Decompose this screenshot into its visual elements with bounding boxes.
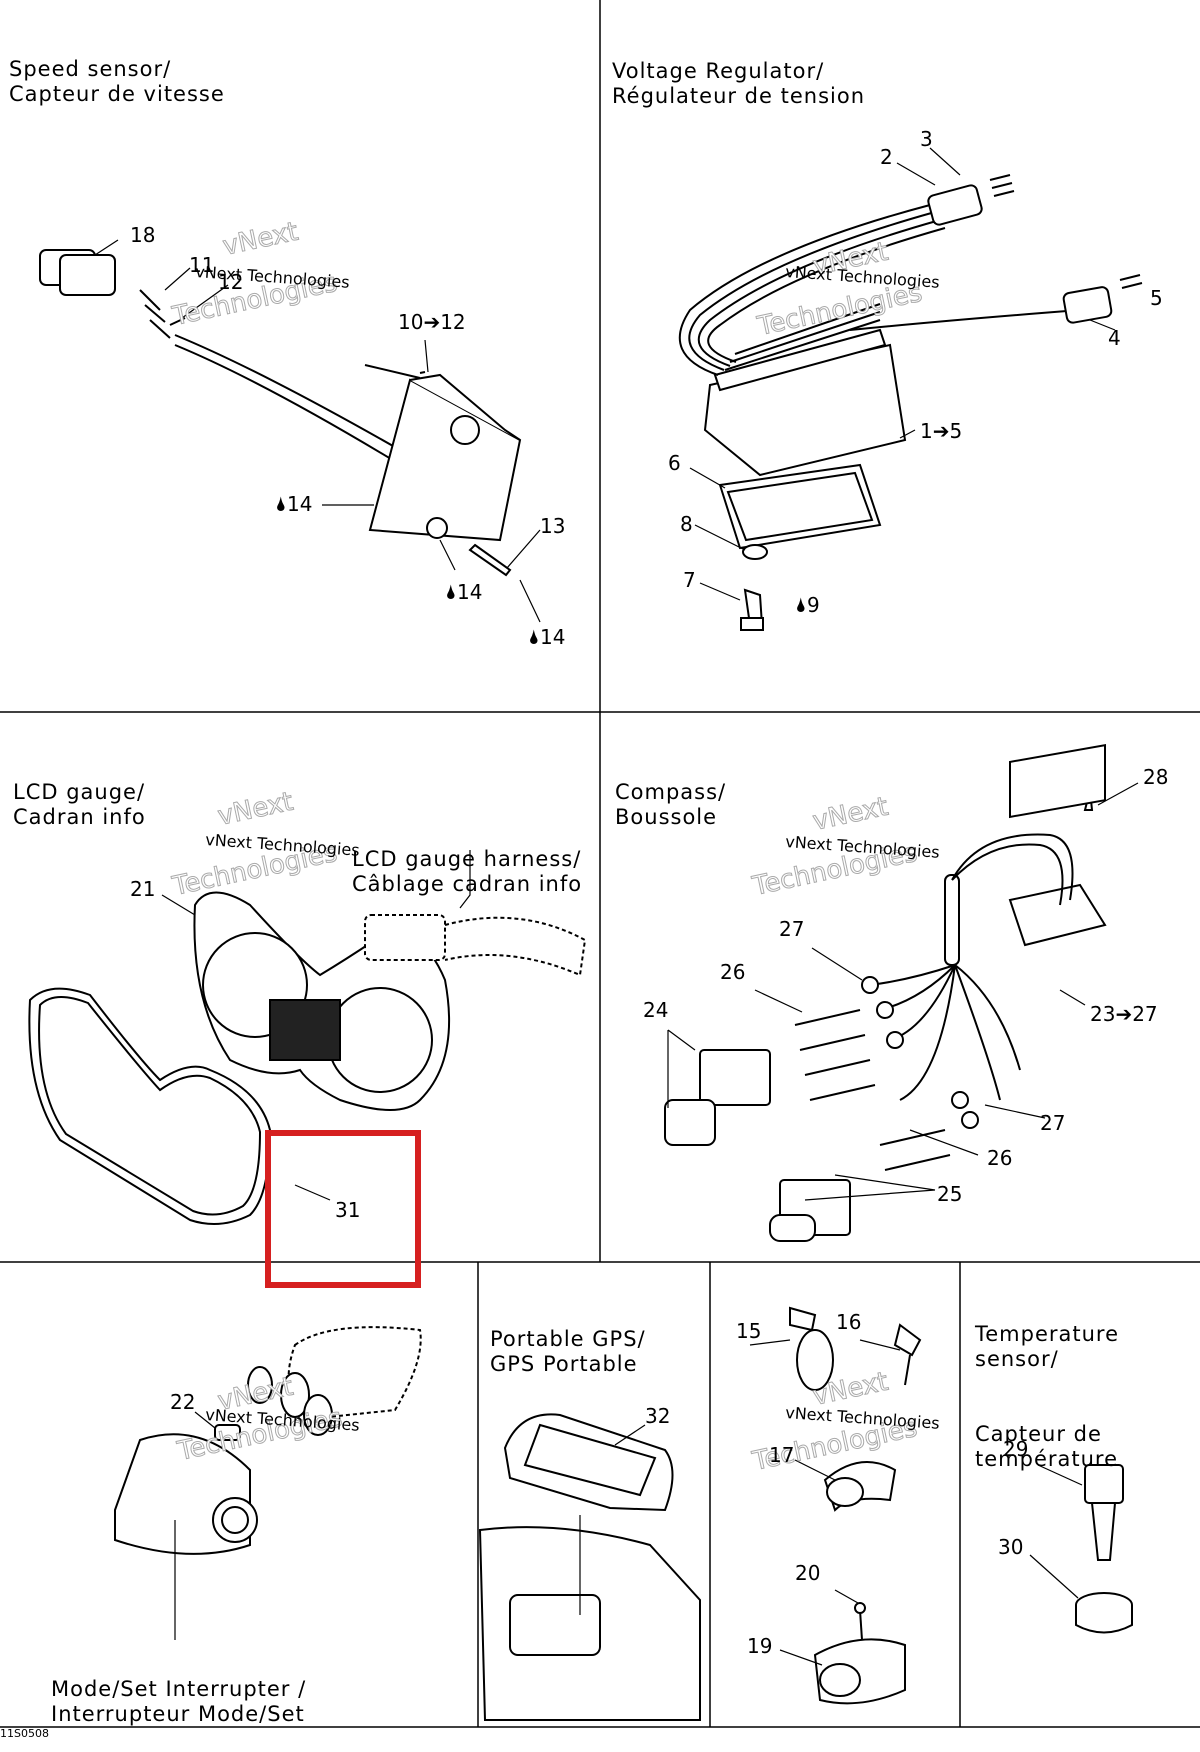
label-8: 8: [680, 512, 693, 536]
label-14-b: 🌢14: [445, 580, 483, 604]
label-9: 🌢9: [795, 593, 820, 617]
label-10-12: 10➔12: [398, 310, 466, 334]
label-26-a: 26: [720, 960, 746, 984]
label-12: 12: [218, 270, 244, 294]
label-11: 11: [189, 253, 215, 277]
compass-title: Compass/Boussole: [615, 780, 727, 829]
lcd-gauge-title: LCD gauge/Cadran info: [13, 780, 146, 829]
label-3: 3: [920, 127, 933, 151]
lcd-gauge-drawing: [28, 891, 587, 1225]
figure-code: 11S0508: [0, 1727, 49, 1740]
svg-text:vNext Technologies: vNext Technologies: [785, 262, 941, 292]
label-5: 5: [1150, 286, 1163, 310]
label-16: 16: [836, 1310, 862, 1334]
compass-drawing: [664, 743, 1107, 1242]
label-6: 6: [668, 451, 681, 475]
label-20: 20: [795, 1561, 821, 1585]
label-17: 17: [769, 1443, 795, 1467]
label-23-27: 23➔27: [1090, 1002, 1158, 1026]
label-7: 7: [683, 568, 696, 592]
clamps-drawing: [789, 1306, 922, 1705]
label-2: 2: [880, 145, 893, 169]
svg-text:vNext: vNext: [810, 792, 891, 837]
label-31: 31: [335, 1198, 361, 1222]
label-15: 15: [736, 1319, 762, 1343]
label-27-b: 27: [1040, 1111, 1066, 1135]
svg-text:vNext: vNext: [220, 217, 301, 262]
label-21: 21: [130, 877, 156, 901]
speed-sensor-drawing: [39, 249, 522, 577]
label-28: 28: [1143, 765, 1169, 789]
portable-gps-drawing: [478, 1413, 701, 1721]
label-18: 18: [130, 223, 156, 247]
speed-sensor-title: Speed sensor/Capteur de vitesse: [9, 57, 225, 106]
label-4: 4: [1108, 326, 1121, 350]
temperature-sensor-drawing: [1075, 1464, 1133, 1634]
label-14-c: 🌢14: [528, 625, 566, 649]
label-24: 24: [643, 998, 669, 1022]
label-1-5: 1➔5: [920, 419, 963, 443]
label-27-a: 27: [779, 917, 805, 941]
label-30: 30: [998, 1535, 1024, 1559]
voltage-regulator-drawing: [678, 174, 1143, 631]
label-14-a: 🌢14: [275, 492, 313, 516]
label-25: 25: [937, 1182, 963, 1206]
mode-set-drawing: [114, 1326, 422, 1555]
label-13: 13: [540, 514, 566, 538]
label-29: 29: [1003, 1437, 1029, 1461]
svg-text:vNext: vNext: [215, 787, 296, 832]
label-32: 32: [645, 1404, 671, 1428]
label-22: 22: [170, 1390, 196, 1414]
label-19: 19: [747, 1634, 773, 1658]
portable-gps-title: Portable GPS/GPS Portable: [490, 1327, 646, 1376]
highlight-box: [265, 1130, 421, 1288]
mode-set-title: Mode/Set Interrupter /Interrupteur Mode/…: [51, 1677, 307, 1726]
voltage-regulator-title: Voltage Regulator/Régulateur de tension: [612, 59, 866, 108]
lcd-gauge-harness-title: LCD gauge harness/Câblage cadran info: [352, 847, 583, 896]
label-26-b: 26: [987, 1146, 1013, 1170]
